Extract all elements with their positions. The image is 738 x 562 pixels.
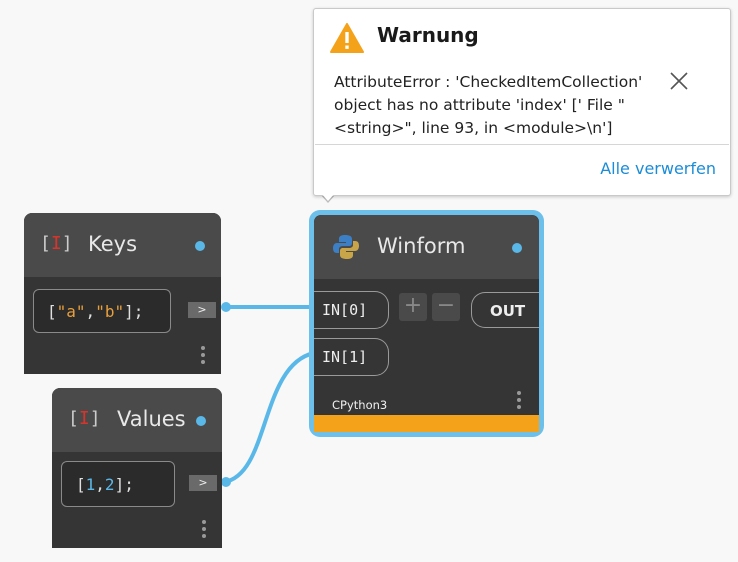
remove-input-button[interactable]: − xyxy=(432,293,460,321)
popup-tail xyxy=(321,193,335,201)
code-input[interactable]: ["a","b"]; xyxy=(33,289,171,333)
output-port-button[interactable]: > xyxy=(188,302,216,318)
warning-message: AttributeError : 'CheckedItemCollection'… xyxy=(334,73,643,137)
divider xyxy=(315,144,729,145)
node-title: Keys xyxy=(88,232,138,256)
node-header[interactable]: [I] Values xyxy=(52,388,222,452)
node-title: Values xyxy=(117,407,186,431)
warning-title: Warnung xyxy=(377,23,479,47)
more-options-icon[interactable] xyxy=(201,346,205,367)
values-code-block-node[interactable]: [I] Values [1,2]; > xyxy=(52,388,222,548)
output-port-button[interactable]: > xyxy=(189,475,217,491)
winform-python-node[interactable]: Winform IN[0] IN[1] + − OUT CPython3 xyxy=(309,210,544,437)
python-icon xyxy=(333,235,359,259)
python-engine-label[interactable]: CPython3 xyxy=(332,398,388,412)
input-port-in0[interactable]: IN[0] xyxy=(314,291,389,329)
add-input-button[interactable]: + xyxy=(399,293,427,321)
more-options-icon[interactable] xyxy=(202,520,206,541)
warning-popup: Warnung AttributeError : 'CheckedItemCol… xyxy=(313,8,731,196)
dismiss-all-link[interactable]: Alle verwerfen xyxy=(600,159,716,178)
node-title: Winform xyxy=(377,234,466,258)
preview-indicator-dot[interactable] xyxy=(512,243,522,253)
preview-indicator-dot[interactable] xyxy=(195,241,205,251)
input-port-in1[interactable]: IN[1] xyxy=(314,338,389,376)
preview-indicator-dot[interactable] xyxy=(196,416,206,426)
warning-triangle-icon xyxy=(330,23,364,53)
code-block-icon: [I] xyxy=(68,408,101,429)
keys-code-block-node[interactable]: [I] Keys ["a","b"]; > xyxy=(24,213,221,374)
more-options-icon[interactable] xyxy=(517,391,521,412)
warning-state-bar xyxy=(314,415,539,432)
node-header[interactable]: Winform xyxy=(314,215,539,279)
close-icon[interactable] xyxy=(667,69,691,93)
code-block-icon: [I] xyxy=(40,233,73,254)
node-header[interactable]: [I] Keys xyxy=(24,213,221,277)
output-port-out[interactable]: OUT xyxy=(471,292,539,328)
code-input[interactable]: [1,2]; xyxy=(61,461,175,507)
